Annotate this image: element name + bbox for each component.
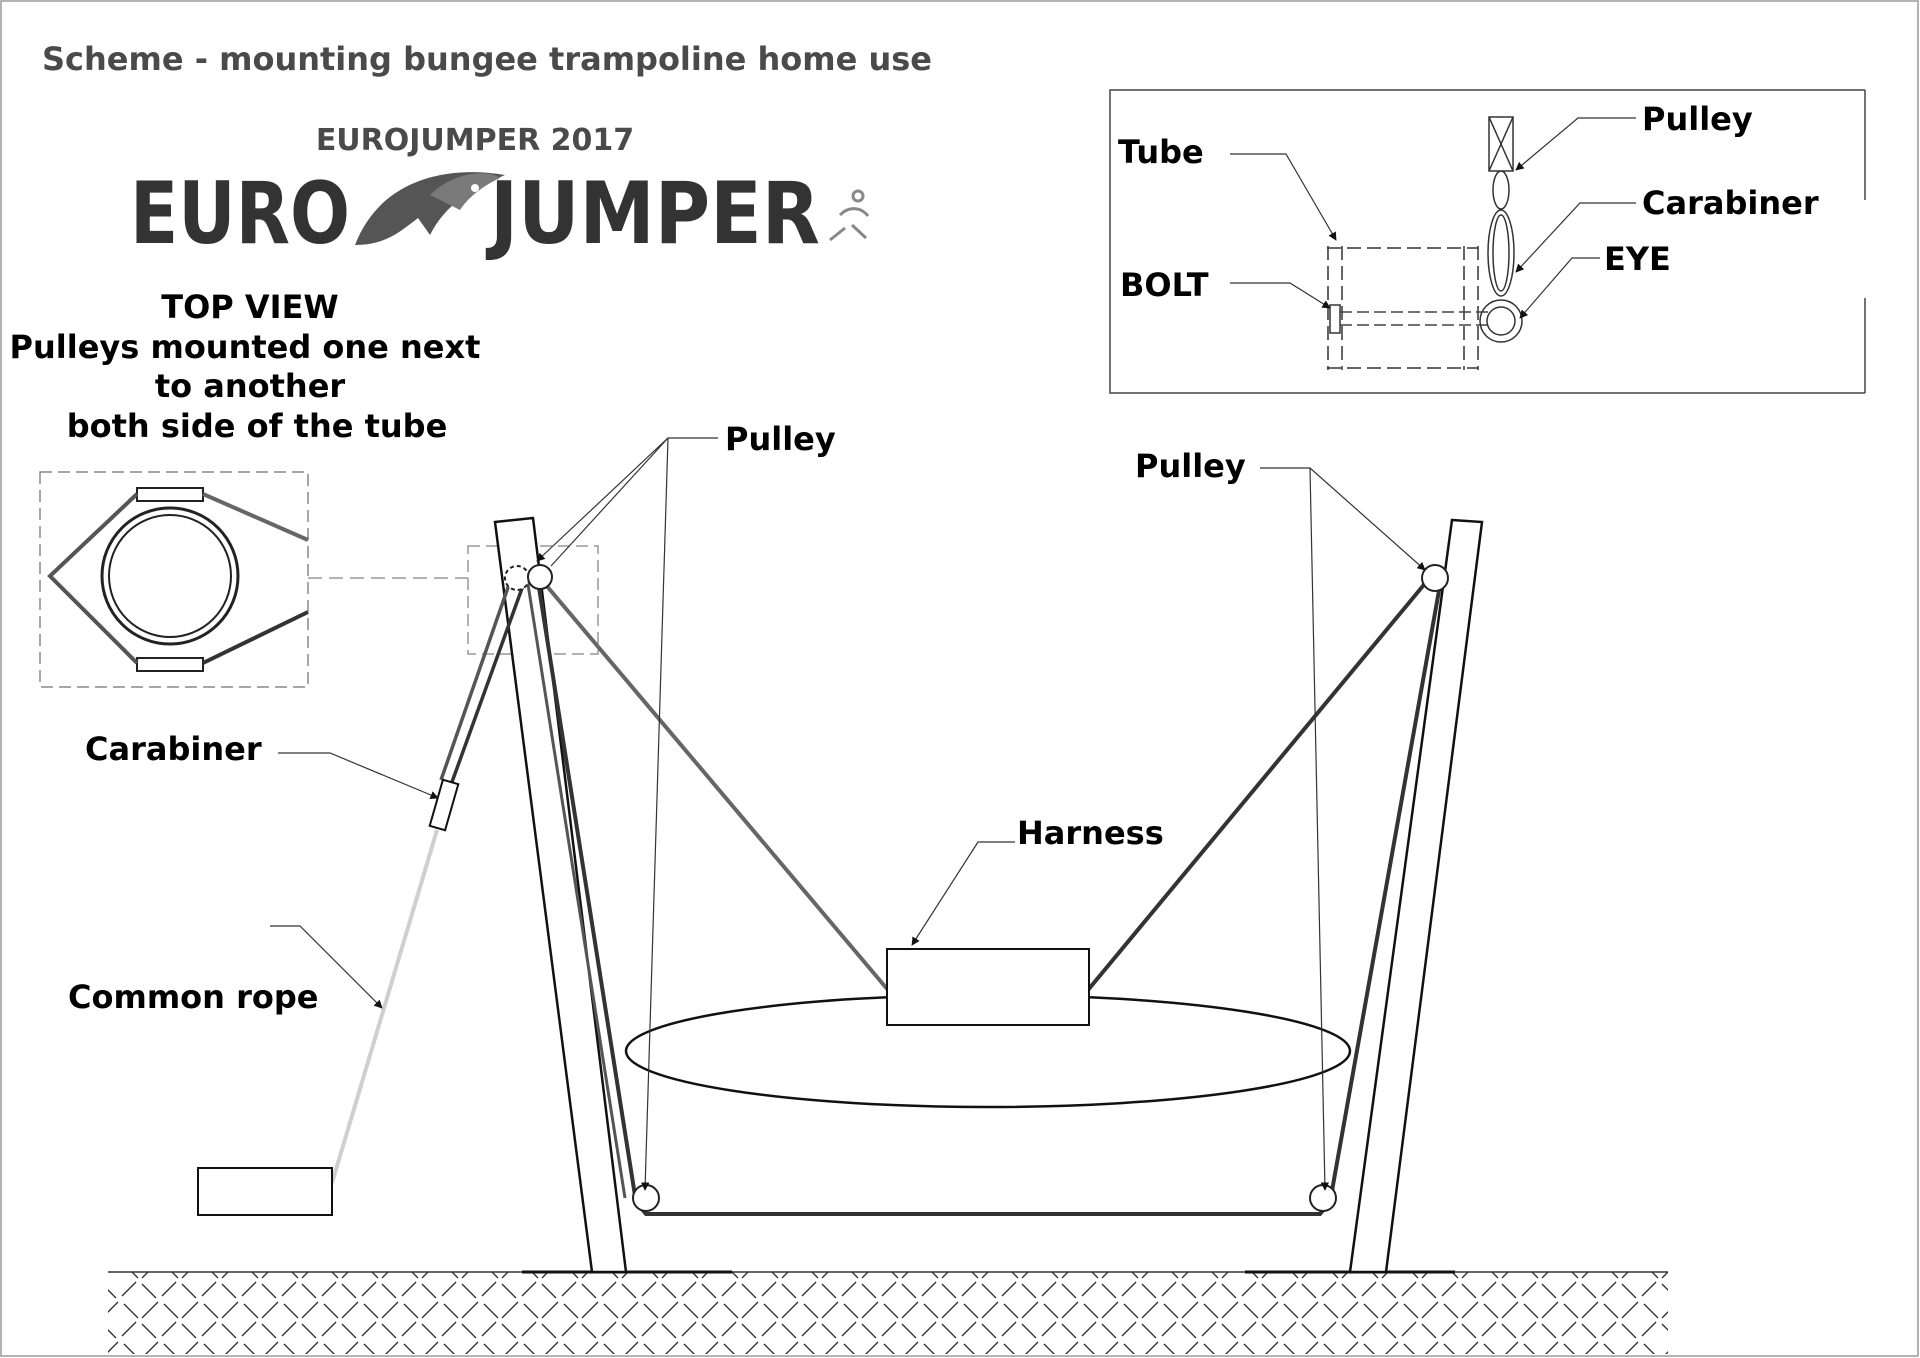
top-view-line-3: to another <box>155 367 346 405</box>
label-carabiner: Carabiner <box>85 730 262 768</box>
label-harness: Harness <box>1017 814 1164 852</box>
top-view-line-1: TOP VIEW <box>161 288 338 326</box>
rope-top-right <box>202 492 309 542</box>
logo-text-right: JUMPER <box>486 164 820 264</box>
rope-loop-left <box>47 492 139 665</box>
right-floor-pulley-icon <box>1309 1184 1337 1212</box>
left-down-rope <box>535 574 638 1203</box>
detail-label-tube: Tube <box>1118 133 1204 171</box>
rope-bottom-right <box>202 610 309 665</box>
page-title: Scheme - mounting bungee trampoline home… <box>42 40 932 78</box>
detail-label-pulley: Pulley <box>1642 100 1753 138</box>
eagle-icon <box>355 172 505 245</box>
pulley-icon <box>504 565 530 591</box>
detail-label-eye: EYE <box>1604 240 1671 278</box>
top-pulley-icon <box>136 487 204 502</box>
brand-year-caption: EUROJUMPER 2017 <box>316 123 634 158</box>
top-view-line-4: both side of the tube <box>67 407 448 445</box>
detail-carabiner-icon <box>1487 209 1515 297</box>
right-down-rope <box>1328 584 1442 1203</box>
leader-lines <box>270 437 1426 1191</box>
left-floor-pulley-icon <box>632 1184 660 1212</box>
harness-box <box>886 948 1090 1026</box>
detail-label-carabiner: Carabiner <box>1642 184 1819 222</box>
tube-cross-section <box>100 506 240 646</box>
left-pull-rope-b <box>450 579 527 783</box>
detail-frame <box>1109 89 1865 394</box>
bottom-pulley-icon <box>136 657 204 672</box>
left-down-rope-inner <box>525 577 627 1199</box>
left-harness-rope <box>538 576 890 992</box>
right-top-pulley-icon <box>1421 564 1449 592</box>
common-rope <box>330 829 439 1184</box>
top-view-line-2: Pulleys mounted one next <box>10 328 481 366</box>
pulley-icon <box>527 564 553 590</box>
label-pulley-left: Pulley <box>725 420 836 458</box>
right-post <box>1348 518 1484 1274</box>
bolt-shaft <box>1340 311 1488 326</box>
carabiner-on-rope <box>428 778 460 832</box>
right-harness-rope <box>1086 573 1434 992</box>
logo-text-left: EURO <box>130 164 350 264</box>
hanging-assembly <box>1479 116 1523 343</box>
bolt-head-icon <box>1329 304 1341 334</box>
top-view-drawing <box>39 471 599 688</box>
left-top-pulleys <box>504 564 553 591</box>
jumper-figure-icon <box>829 189 870 242</box>
top-view-frame <box>39 471 309 688</box>
mounting-detail-inset: Tube BOLT Pulley Carabiner EYE <box>1109 89 1866 394</box>
bottom-rope <box>634 1200 1332 1216</box>
left-pull-rope-a <box>439 572 515 781</box>
ground-hatch <box>108 1272 1668 1354</box>
weight-box <box>197 1167 333 1216</box>
label-common-rope: Common rope <box>68 978 318 1016</box>
detail-leader-lines <box>1230 117 1636 319</box>
detail-label-bolt: BOLT <box>1120 266 1209 304</box>
label-pulley-right: Pulley <box>1135 447 1246 485</box>
left-post <box>493 516 628 1274</box>
chain-link-icon <box>1492 170 1510 210</box>
eurojumper-logo: EURO JUMPER <box>130 164 870 264</box>
ground <box>108 1270 1668 1354</box>
tube-side-view <box>1327 246 1479 370</box>
top-view-caption: TOP VIEW Pulleys mounted one next to ano… <box>10 288 481 445</box>
eye-ring-icon <box>1479 299 1523 343</box>
